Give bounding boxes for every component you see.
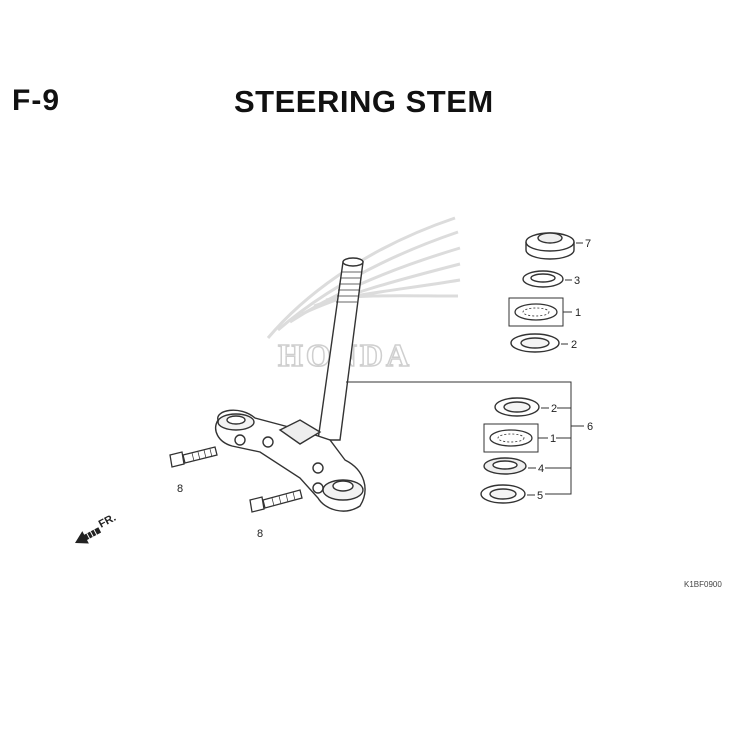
callout-6: 6 <box>587 421 593 433</box>
callout-8-left: 8 <box>177 483 183 495</box>
callout-8-right: 8 <box>257 528 263 540</box>
figure-number: F-9 <box>12 84 60 117</box>
upper-outer-race <box>510 333 560 353</box>
callout-5: 5 <box>537 490 543 502</box>
upper-cone-race <box>522 270 564 288</box>
steering-stem-shaft <box>317 257 364 441</box>
lower-outer-race <box>494 397 540 417</box>
callout-7: 7 <box>585 238 591 250</box>
callout-1-top: 1 <box>575 307 581 319</box>
upper-bearing-retainer <box>508 297 564 327</box>
steering-stem-nut <box>525 232 575 260</box>
pinch-bolt-left <box>169 446 218 468</box>
bottom-bridge <box>214 409 366 512</box>
lower-bearing-retainer <box>483 423 539 453</box>
bearing-set-bracket <box>346 381 584 495</box>
arrow-front-icon <box>75 527 102 544</box>
catalog-code: K1BF0900 <box>684 580 722 589</box>
page-title: STEERING STEM <box>234 84 494 119</box>
callout-3: 3 <box>574 275 580 287</box>
front-direction-label: FR. <box>97 512 118 531</box>
callout-4: 4 <box>538 463 544 475</box>
dust-seal <box>480 484 526 504</box>
callout-2-bottom: 2 <box>551 403 557 415</box>
lower-cone-race <box>483 457 527 475</box>
callout-2-top: 2 <box>571 339 577 351</box>
pinch-bolt-right <box>249 489 303 513</box>
callout-1-bottom: 1 <box>550 433 556 445</box>
